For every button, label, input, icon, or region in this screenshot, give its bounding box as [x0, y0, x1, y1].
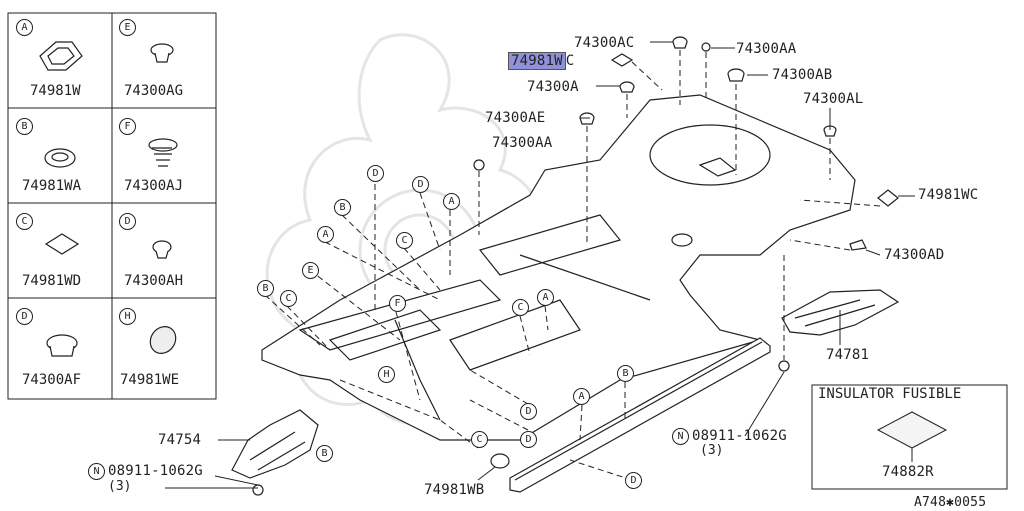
- side-sill: [509, 337, 771, 493]
- callout-74300AL[interactable]: 74300AL: [803, 91, 864, 107]
- marker-a-3: A: [537, 289, 554, 306]
- callout-74754[interactable]: 74754: [158, 432, 202, 448]
- callout-74300AE[interactable]: 74300AE: [485, 110, 546, 126]
- highlighted-part-suffix: C: [565, 53, 575, 69]
- plug-74300AB-icon: [727, 68, 745, 82]
- plug-74300AL-icon: [823, 125, 837, 137]
- marker-c-4: C: [471, 431, 488, 448]
- marker-b-3: B: [617, 365, 634, 382]
- legend-key-d1: D: [119, 213, 136, 230]
- marker-d-3: D: [520, 403, 537, 420]
- legend-key-b: B: [16, 118, 33, 135]
- marker-d-2: D: [412, 176, 429, 193]
- clip-74300AA-icon: [473, 159, 485, 171]
- large-plug-icon: [46, 334, 78, 357]
- legend-part-74981W: 74981W: [30, 83, 81, 99]
- callout-74300AA-top[interactable]: 74300AA: [736, 41, 797, 57]
- legend-part-74981WE: 74981WE: [120, 372, 180, 388]
- marker-c-3: C: [512, 299, 529, 316]
- marker-a-4: A: [573, 388, 590, 405]
- highlighted-part-number[interactable]: 74981W: [508, 52, 566, 70]
- drawing-code: A748✱0055: [914, 495, 987, 510]
- grommet-round-icon: [44, 148, 76, 168]
- plug-74300AA-icon: [701, 42, 711, 52]
- grommet-74981WB-icon: [490, 453, 510, 469]
- legend-key-h: H: [119, 308, 136, 325]
- legend-part-74300AJ: 74300AJ: [124, 178, 184, 194]
- marker-e-1: E: [302, 262, 319, 279]
- floor-panel: [261, 94, 856, 441]
- clip-74300AD-icon: [849, 239, 867, 251]
- legend-part-74981WD: 74981WD: [22, 273, 82, 289]
- plug-cap-icon: [150, 43, 174, 63]
- bolt-right-quantity: (3): [700, 443, 724, 458]
- marker-b-1: B: [334, 199, 351, 216]
- marker-c-1: C: [396, 232, 413, 249]
- insulator-part-74882R[interactable]: 74882R: [882, 464, 934, 480]
- callout-bolt-right[interactable]: 08911-1062G: [692, 428, 787, 444]
- legend-part-74300AH: 74300AH: [124, 273, 184, 289]
- legend-key-e: E: [119, 19, 136, 36]
- legend-key-c: C: [16, 213, 33, 230]
- legend-part-74300AG: 74300AG: [124, 83, 184, 99]
- marker-h-1: H: [378, 366, 395, 383]
- plug-74300A-icon: [619, 81, 635, 93]
- bolt-left-quantity: (3): [108, 479, 132, 494]
- legend-part-74300AF: 74300AF: [22, 372, 82, 388]
- bolt-left-icon: [252, 484, 264, 496]
- marker-a-1: A: [443, 193, 460, 210]
- push-clip-icon: [148, 138, 178, 167]
- marker-c-2: C: [280, 290, 297, 307]
- pad-74981WC-right-icon: [877, 189, 899, 207]
- marker-d-1: D: [367, 165, 384, 182]
- marker-d-5: D: [625, 472, 642, 489]
- marker-b-4: B: [316, 445, 333, 462]
- callout-74300AC[interactable]: 74300AC: [574, 35, 635, 51]
- callout-74981WC-right[interactable]: 74981WC: [918, 187, 979, 203]
- small-plug-icon: [152, 240, 172, 259]
- pad-74981WC-icon: [610, 53, 634, 67]
- legend-key-d2: D: [16, 308, 33, 325]
- marker-d-4: D: [520, 431, 537, 448]
- callout-74300AB[interactable]: 74300AB: [772, 67, 833, 83]
- plug-74300AC-icon: [672, 36, 688, 49]
- disc-sticker-icon: [149, 326, 177, 354]
- callout-74300AA-mid[interactable]: 74300AA: [492, 135, 553, 151]
- marker-a-2: A: [317, 226, 334, 243]
- insulator-box-title: INSULATOR FUSIBLE: [818, 386, 962, 402]
- legend-key-f: F: [119, 118, 136, 135]
- front-heat-insulator: [231, 409, 319, 479]
- legend-grid: [7, 12, 217, 400]
- legend-part-74981WA: 74981WA: [22, 178, 82, 194]
- marker-f-1: F: [389, 295, 406, 312]
- leader-lines: [264, 50, 881, 481]
- letter-n-right: N: [672, 428, 689, 445]
- callout-74981WB[interactable]: 74981WB: [424, 482, 485, 498]
- square-pad-icon: [44, 233, 80, 255]
- callout-74300A[interactable]: 74300A: [527, 79, 579, 95]
- grommet-oval-icon: [39, 41, 83, 71]
- marker-b-2: B: [257, 280, 274, 297]
- callout-74781[interactable]: 74781: [826, 347, 870, 363]
- callout-74300AD[interactable]: 74300AD: [884, 247, 945, 263]
- letter-n-left: N: [88, 463, 105, 480]
- callout-bolt-left[interactable]: 08911-1062G: [108, 463, 203, 479]
- bolt-right-icon: [778, 360, 790, 372]
- legend-key-a: A: [16, 19, 33, 36]
- insulator-box: [811, 384, 1008, 490]
